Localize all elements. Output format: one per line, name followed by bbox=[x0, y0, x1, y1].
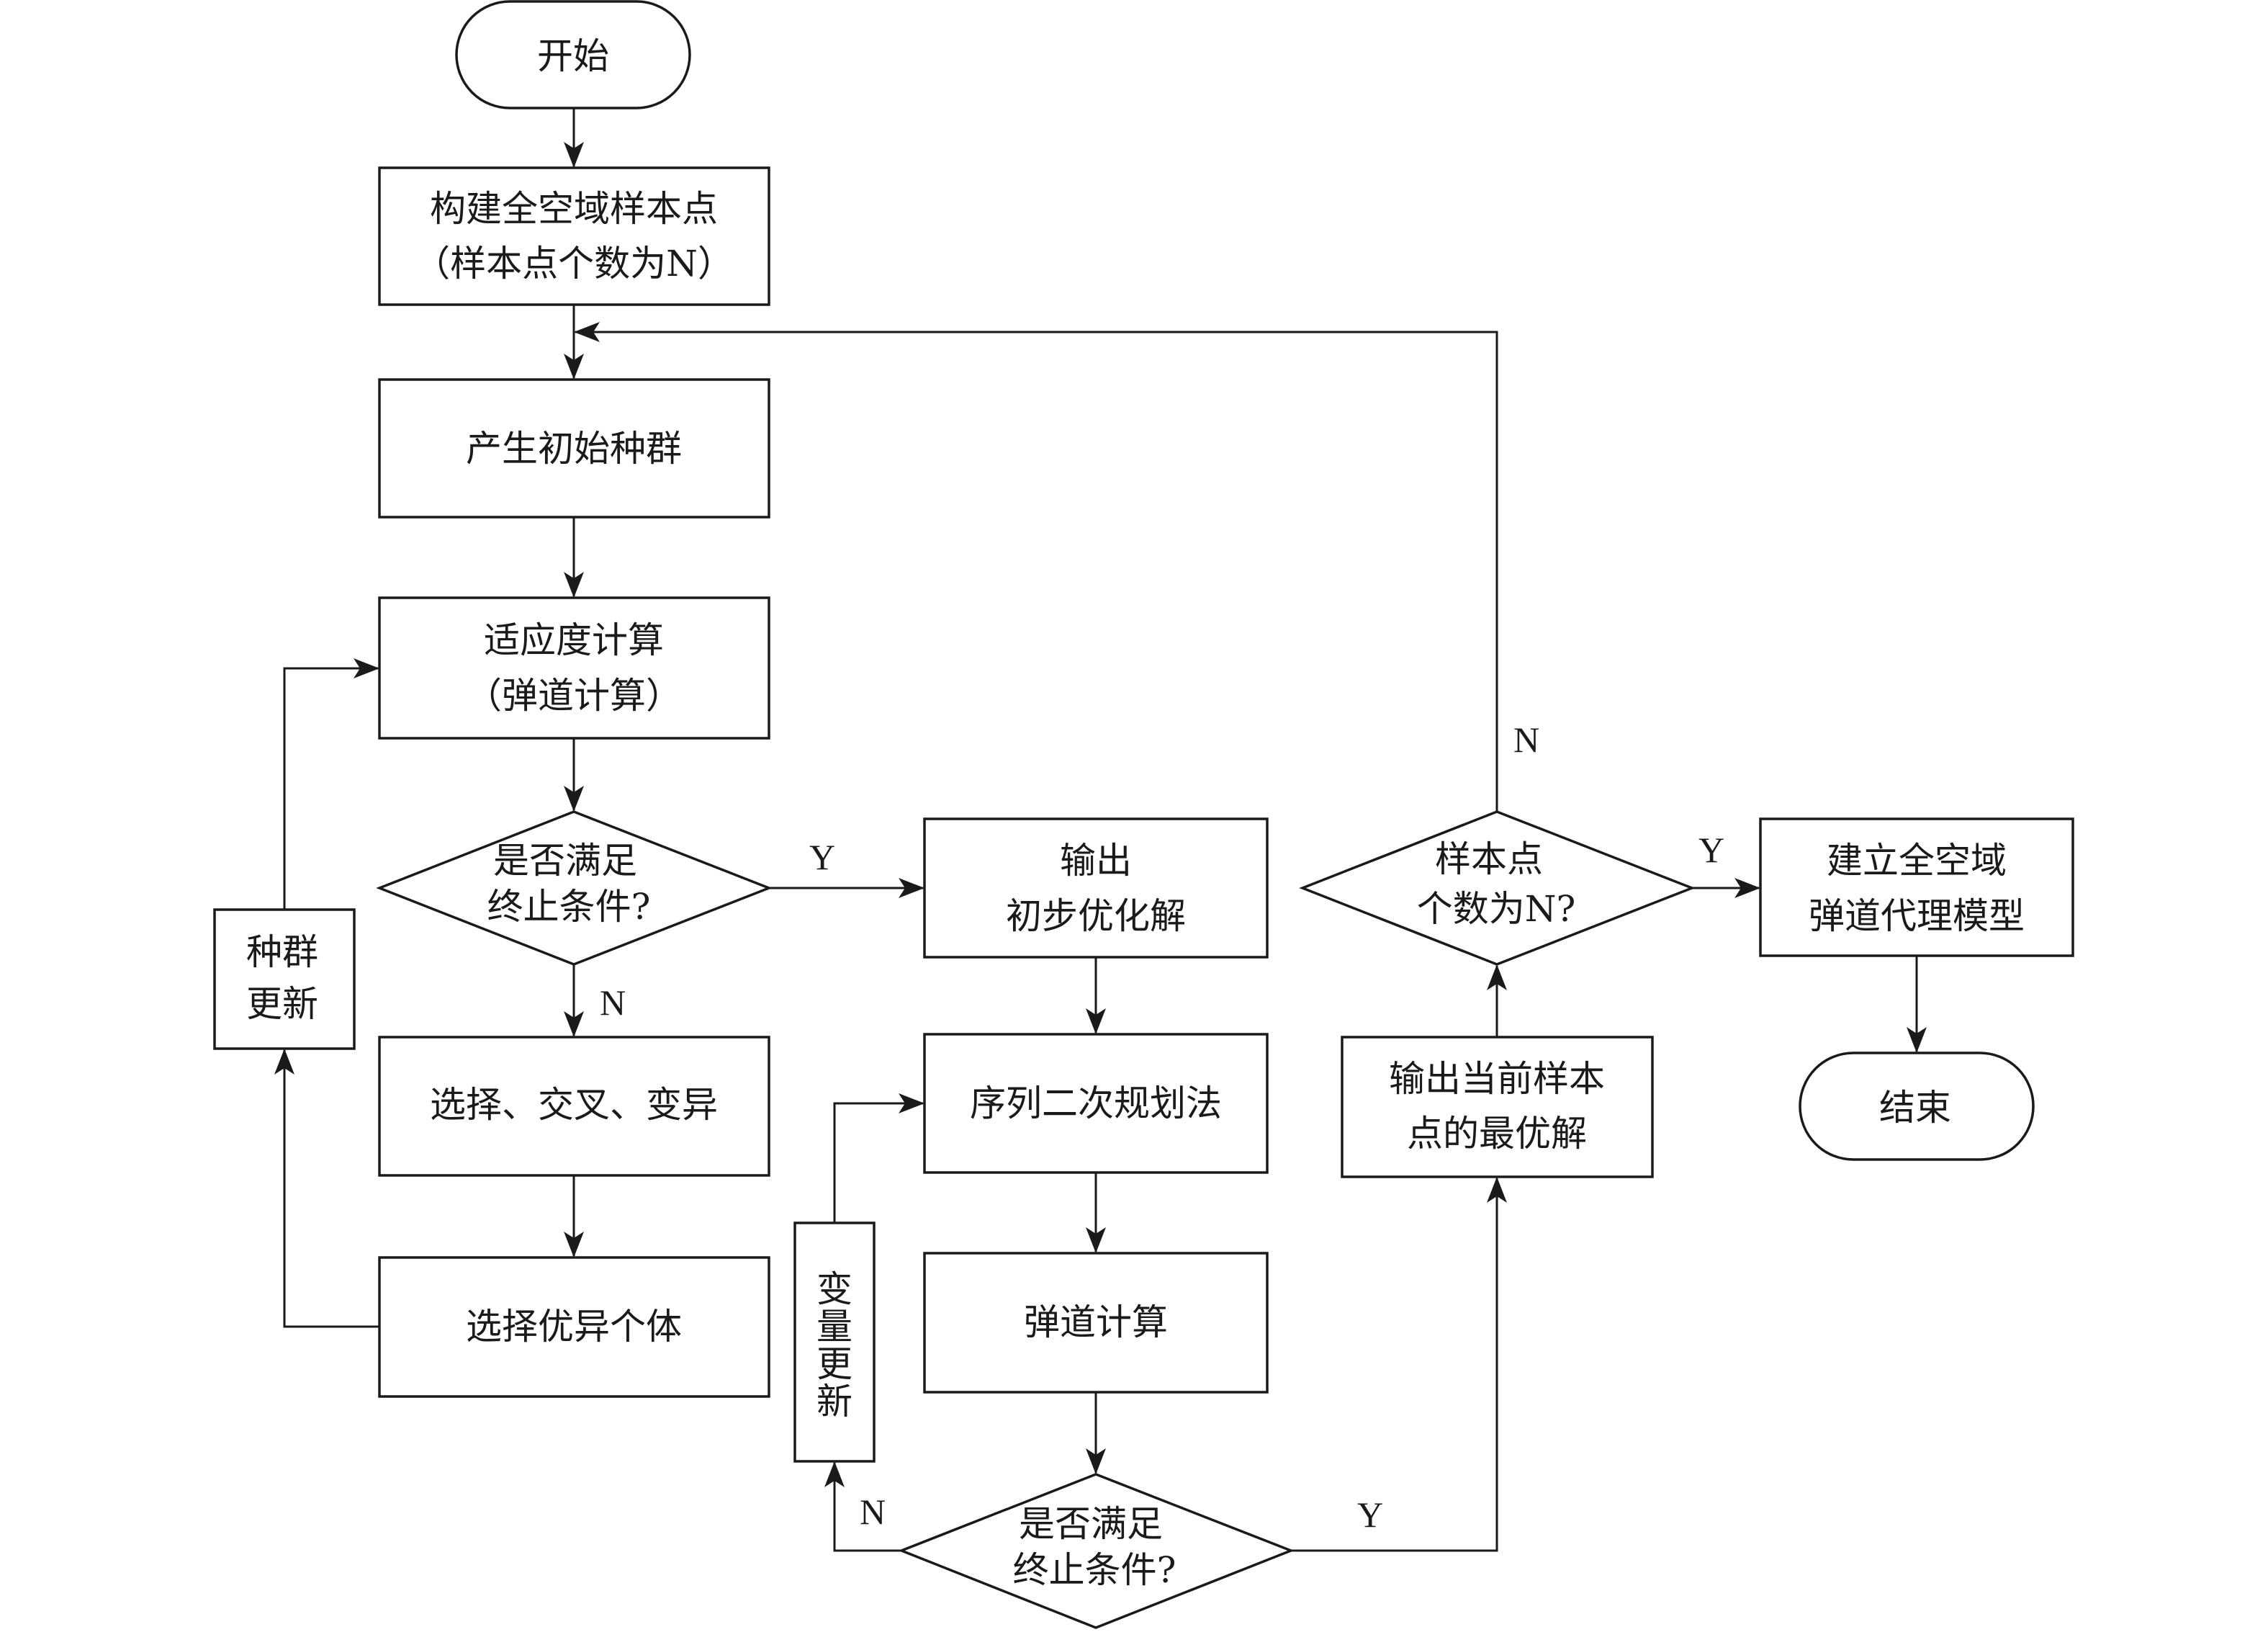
edges bbox=[274, 108, 1927, 1552]
edge-best-to-popupdate bbox=[274, 1049, 379, 1328]
init-population-label: 产生初始种群 bbox=[466, 428, 682, 470]
node-population-update: 种群 更新 bbox=[213, 908, 356, 1050]
output-initial-line1: 输出 bbox=[1060, 840, 1132, 882]
build-samples-line2: （样本点个数为N） bbox=[414, 243, 734, 284]
output-initial-line2: 初步优化解 bbox=[1006, 895, 1186, 937]
edge-samplecheck-no-loop bbox=[574, 322, 1498, 812]
sqp-check-line1: 是否满足 bbox=[1019, 1503, 1163, 1545]
variable-update-char-3: 更 bbox=[816, 1343, 852, 1385]
sqp-no-label: N bbox=[860, 1492, 886, 1532]
node-variable-update: 变 量 更 新 bbox=[793, 1221, 876, 1463]
edge-labels: Y N Y N Y N bbox=[600, 719, 1724, 1535]
sample-check-line1: 样本点 bbox=[1435, 838, 1543, 880]
ballistic-calc-label: 弹道计算 bbox=[1024, 1301, 1168, 1343]
node-output-current: 输出当前样本 点的最优解 bbox=[1341, 1036, 1654, 1178]
edge-varupdate-to-sqp bbox=[833, 1093, 924, 1223]
start-label: 开始 bbox=[537, 35, 609, 77]
node-ballistic-calc: 弹道计算 bbox=[923, 1252, 1269, 1394]
fitness-line1: 适应度计算 bbox=[484, 619, 664, 661]
edge-sqpcheck-no-to-varupdate bbox=[824, 1461, 901, 1552]
node-ga-check: 是否满足 终止条件? bbox=[376, 810, 773, 966]
sample-check-line2: 个数为N? bbox=[1417, 888, 1576, 930]
sqp-check-line2: 终止条件? bbox=[1013, 1549, 1176, 1591]
population-update-line2: 更新 bbox=[246, 983, 318, 1025]
node-init-population: 产生初始种群 bbox=[378, 378, 770, 519]
population-update-line1: 种群 bbox=[246, 931, 318, 973]
node-end: 结束 bbox=[1799, 1052, 2035, 1161]
node-sqp-check: 是否满足 终止条件? bbox=[898, 1473, 1295, 1629]
edge-popupdate-to-fitness bbox=[283, 658, 379, 910]
node-select-cross-mutate: 选择、交叉、变异 bbox=[378, 1036, 770, 1177]
variable-update-char-1: 变 bbox=[816, 1268, 852, 1310]
ga-yes-label: Y bbox=[809, 837, 835, 877]
node-start: 开始 bbox=[455, 0, 691, 109]
variable-update-char-2: 量 bbox=[816, 1306, 852, 1348]
output-current-line2: 点的最优解 bbox=[1407, 1113, 1587, 1154]
sample-no-label: N bbox=[1513, 719, 1539, 760]
node-fitness: 适应度计算 （弹道计算） bbox=[378, 596, 770, 740]
build-model-line1: 建立全空域 bbox=[1827, 840, 2007, 882]
select-cross-mutate-label: 选择、交叉、变异 bbox=[430, 1084, 718, 1126]
build-samples-line1: 构建全空域样本点 bbox=[430, 188, 718, 230]
fitness-line2: （弹道计算） bbox=[466, 675, 682, 717]
sample-yes-label: Y bbox=[1698, 830, 1724, 870]
end-label: 结束 bbox=[1879, 1087, 1951, 1129]
node-build-samples: 构建全空域样本点 （样本点个数为N） bbox=[378, 166, 770, 306]
node-sqp: 序列二次规划法 bbox=[923, 1033, 1269, 1174]
ga-check-line2: 终止条件? bbox=[487, 886, 651, 928]
ga-check-line1: 是否满足 bbox=[493, 840, 637, 882]
sqp-label: 序列二次规划法 bbox=[970, 1082, 1222, 1124]
node-build-model: 建立全空域 弹道代理模型 bbox=[1759, 817, 2074, 957]
output-current-line1: 输出当前样本 bbox=[1389, 1058, 1605, 1100]
variable-update-char-4: 新 bbox=[816, 1381, 852, 1422]
select-best-label: 选择优异个体 bbox=[466, 1306, 682, 1348]
node-sample-check: 样本点 个数为N? bbox=[1299, 810, 1696, 966]
node-output-initial: 输出 初步优化解 bbox=[923, 817, 1269, 959]
node-select-best: 选择优异个体 bbox=[378, 1256, 770, 1398]
sqp-yes-label: Y bbox=[1357, 1494, 1383, 1535]
edge-sqpcheck-yes-to-outputcurrent bbox=[1291, 1177, 1507, 1552]
build-model-line2: 弹道代理模型 bbox=[1809, 895, 2025, 937]
ga-no-label: N bbox=[600, 982, 626, 1023]
